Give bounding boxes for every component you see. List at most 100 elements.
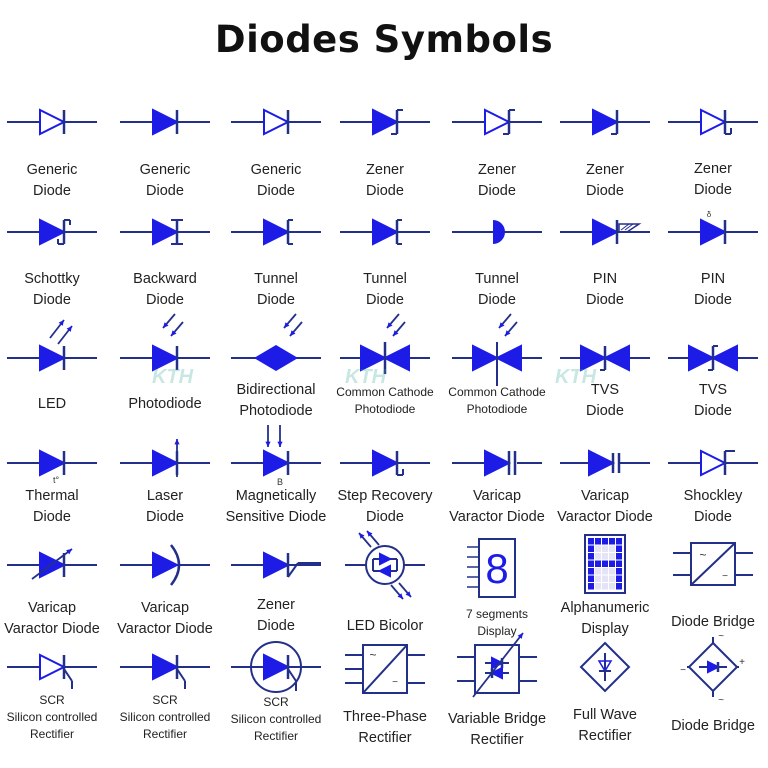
thermal-diode-icon: t° <box>7 449 97 485</box>
label-line: PIN <box>592 271 618 287</box>
label-line: Common Cathode <box>336 385 434 399</box>
arrow-head <box>359 533 365 539</box>
label-line: Diode <box>146 292 184 308</box>
arrow-head <box>387 322 393 328</box>
curved-bar <box>170 544 181 586</box>
label-line: Diode <box>146 183 184 199</box>
bicolor-circle <box>365 545 405 585</box>
pin-diode-hatched-icon <box>560 218 650 246</box>
arrow-head <box>265 441 271 447</box>
label-line: Varactor Diode <box>117 621 213 637</box>
arrow-head <box>277 441 283 447</box>
pixel <box>595 545 601 552</box>
symbol-mark: t° <box>53 475 60 485</box>
box <box>690 542 736 586</box>
label-line: Diode <box>257 292 295 308</box>
anode-triangle <box>700 108 728 136</box>
label-line: Photodiode <box>239 403 313 419</box>
arrow-head <box>499 322 505 328</box>
pixel <box>609 575 615 582</box>
label-line: SCR <box>39 693 65 707</box>
arrow-head <box>505 330 511 336</box>
anode-triangle <box>372 108 400 136</box>
laser-diode-icon <box>120 439 210 477</box>
pixel <box>588 538 594 545</box>
label-line: Photodiode <box>354 402 416 416</box>
label-line: Varactor Diode <box>557 509 653 525</box>
anode-triangle <box>360 344 388 372</box>
label-line: Diode <box>478 183 516 199</box>
label-line: Backward <box>133 271 197 287</box>
arrow-head <box>393 330 399 336</box>
common-cathode-photodiode-icon <box>452 313 542 386</box>
label-line: Rectifier <box>470 732 524 748</box>
label-line: Magnetically <box>235 488 317 504</box>
anode-triangle <box>707 660 721 674</box>
tunnel-diode-half-disc-icon <box>452 220 542 244</box>
label-line: Display <box>477 624 517 638</box>
scr-filled-icon <box>120 653 210 689</box>
label-line: Tunnel <box>475 271 519 287</box>
pixel <box>588 568 594 575</box>
label-line: Generic <box>26 162 78 178</box>
anode-triangle <box>379 552 393 566</box>
bidirectional-body <box>254 345 298 371</box>
pixel <box>616 560 622 567</box>
anode-triangle <box>152 108 180 136</box>
wire <box>472 632 524 698</box>
generic-diode-outline-icon <box>231 108 321 136</box>
label-line: Schottky <box>24 271 80 287</box>
pixel <box>595 583 601 590</box>
watermark-logo: KTH <box>152 366 194 388</box>
pixel <box>609 545 615 552</box>
symbol-mark: − <box>722 571 728 582</box>
anode-triangle <box>39 218 67 246</box>
arrow-head <box>174 439 180 445</box>
magnetically-sensitive-diode-icon: B <box>231 425 321 487</box>
arrow-head <box>66 326 72 332</box>
label-line: TVS <box>590 382 620 398</box>
pixel <box>602 538 608 545</box>
pixel <box>602 553 608 560</box>
wire <box>624 223 634 231</box>
pixel <box>616 553 622 560</box>
label-line: Rectifier <box>253 729 298 743</box>
symbol-mark: − <box>392 677 398 688</box>
label-line: Diode <box>586 403 624 419</box>
watermark-logo: KTH <box>345 366 387 388</box>
arrow-head <box>290 330 296 336</box>
label-line: Diode <box>33 183 71 199</box>
label-line: Photodiode <box>128 396 202 412</box>
label-line: Diode <box>33 292 71 308</box>
anode-triangle <box>152 218 180 246</box>
pixel <box>602 560 608 567</box>
symbol-mark: B <box>277 477 283 487</box>
wire <box>287 668 297 682</box>
tunnel-diode-icon <box>340 218 430 246</box>
label-line: Diode <box>586 183 624 199</box>
pixel <box>588 583 594 590</box>
label-line: Varicap <box>140 600 190 616</box>
arrow-head <box>66 549 72 555</box>
varicap-curved-diode-icon <box>120 544 210 586</box>
label-line: Zener <box>257 597 295 613</box>
label-line: Silicon controlled <box>230 712 322 726</box>
scr-outline-icon <box>7 653 97 689</box>
pixel <box>616 575 622 582</box>
pixel <box>609 583 615 590</box>
box <box>474 644 520 694</box>
